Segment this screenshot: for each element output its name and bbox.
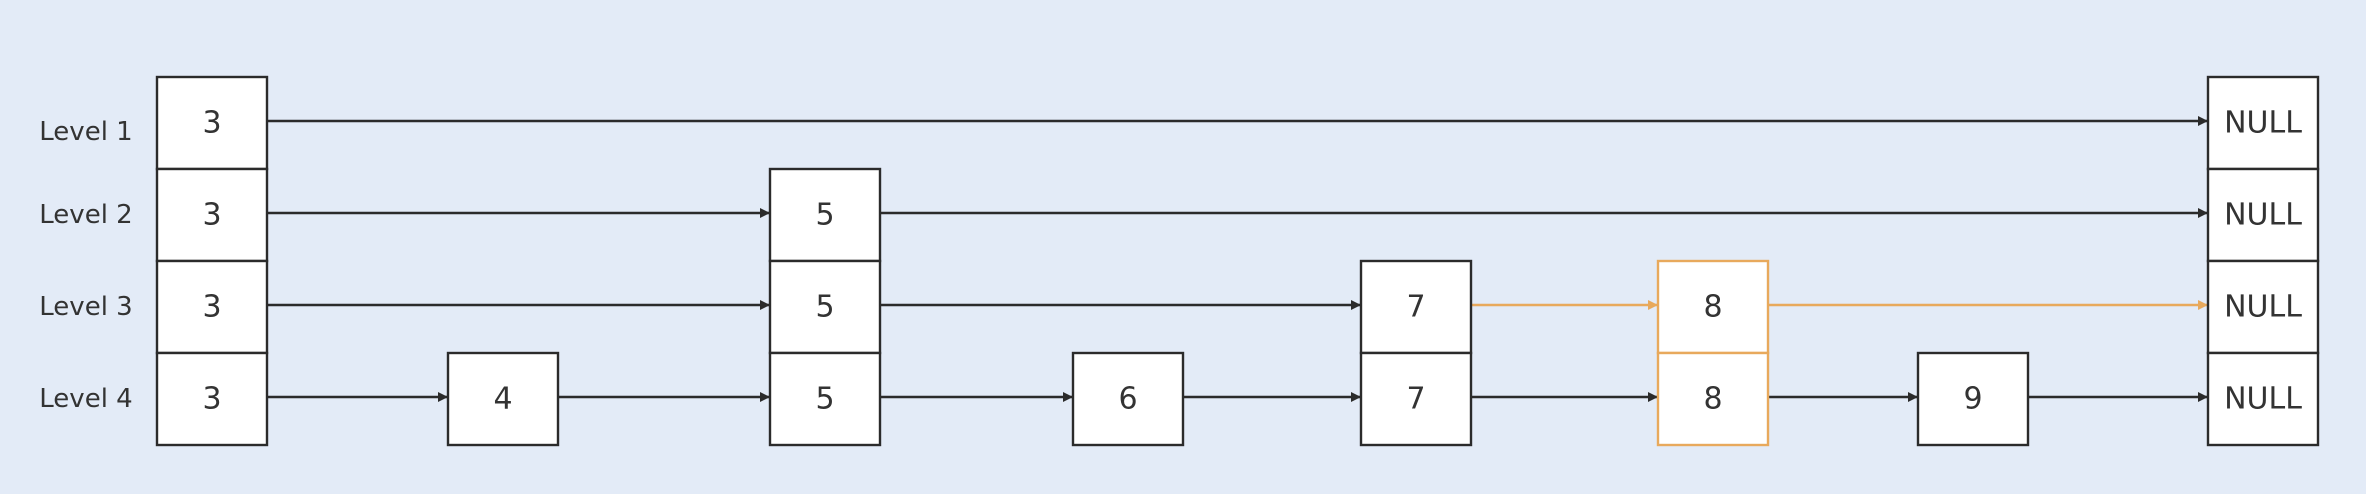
node-cell-label: 3 [202,290,221,325]
node-5: 5 5 5 [768,167,882,447]
node-cell-label: 5 [815,290,834,325]
node-cell-label: 7 [1406,290,1425,325]
node-7: 77 [1359,259,1473,447]
node-cell [1359,259,1473,355]
node-cell-label: 3 [202,382,221,417]
node-cell-label: 3 [202,198,221,233]
node-3: 3 3 3 3 [155,75,269,447]
node-cell [1916,351,2030,447]
node-cell-label: 4 [493,382,512,417]
node-cell [768,351,882,447]
node-cell-label: 9 [1963,382,1982,417]
node-cell-label: 5 [815,382,834,417]
node-cell [1071,351,1185,447]
edges-layer [267,116,2208,402]
node-cell-label: NULL [2224,382,2302,417]
node-cell-label: NULL [2224,290,2302,325]
node-cell [768,259,882,355]
node-4: 4 [446,351,560,447]
node-cell-label: 8 [1703,290,1722,325]
node-cell-label: 6 [1118,382,1137,417]
node-null: NULL NULL NULL NULL [2206,75,2320,447]
node-6: 6 [1071,351,1185,447]
node-cell [446,351,560,447]
node-cell-label: 3 [202,106,221,141]
node-cell-label: 5 [815,198,834,233]
node-cell [155,259,269,355]
level-label-4: Level 4 [39,384,132,414]
node-cell [1656,259,1770,355]
node-cell-label: 7 [1406,382,1425,417]
node-cell [155,351,269,447]
node-9: 9 [1916,351,2030,447]
level-label-3: Level 3 [39,292,132,322]
node-cell-label: 8 [1703,382,1722,417]
level-label-1: Level 1 [39,117,132,147]
node-cell [2206,75,2320,171]
node-cell [155,167,269,263]
node-cell [2206,167,2320,263]
level-label-2: Level 2 [39,200,132,230]
level-labels: Level 1 Level 2 Level 3 Level 4 [39,117,132,414]
node-8: 88 [1656,259,1770,447]
node-cell [1359,351,1473,447]
node-cell-label: NULL [2224,106,2302,141]
node-cell [2206,351,2320,447]
node-cell-label: NULL [2224,198,2302,233]
node-cell [1656,351,1770,447]
node-cell [768,167,882,263]
